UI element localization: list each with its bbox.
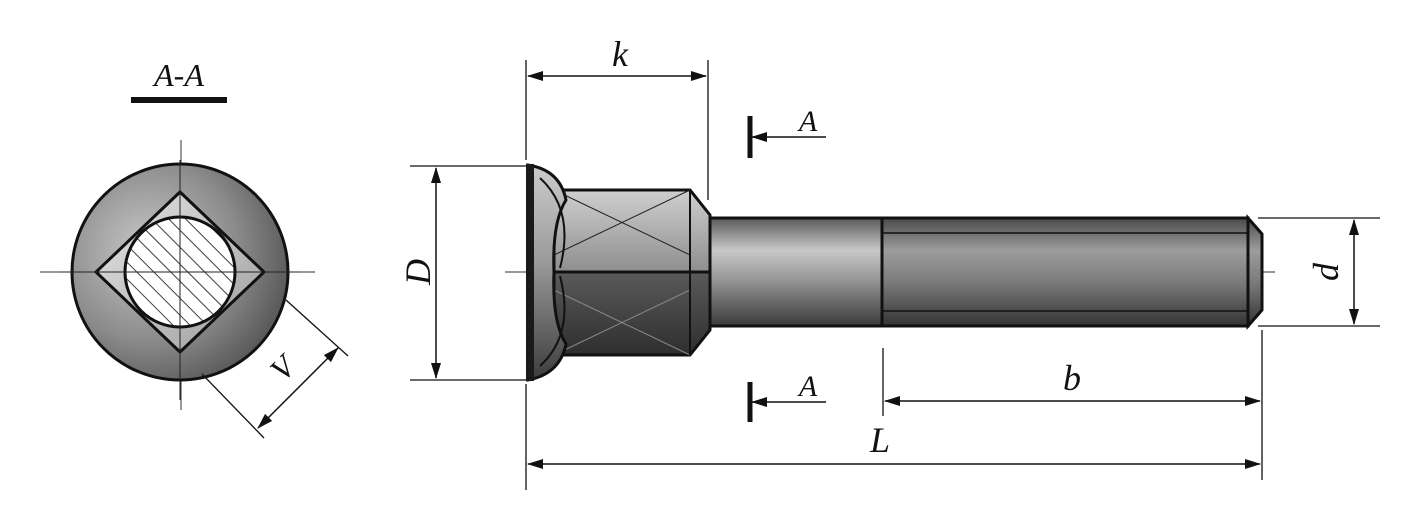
head-dome	[526, 163, 568, 382]
section-marker-top-label: A	[797, 105, 818, 138]
side-view: A A k D d	[398, 34, 1380, 490]
hex-neck-bottom	[552, 270, 712, 357]
dimension-d: d	[1258, 217, 1380, 327]
dimension-D-label: D	[398, 259, 438, 286]
section-title: A-A	[152, 57, 204, 93]
section-view: A-A V	[40, 57, 349, 439]
head-dome-curve-top	[539, 177, 566, 269]
dimension-L-label: L	[869, 420, 890, 460]
hex-diag-2	[553, 189, 691, 256]
thread-tip-chamfer	[1246, 214, 1264, 330]
dimension-L: L	[525, 384, 1261, 490]
dimension-V-label: V	[263, 346, 305, 388]
section-title-underline	[131, 97, 227, 103]
thread-body	[880, 216, 1250, 328]
head-dome-curve-bottom	[539, 275, 566, 367]
section-marker-bottom: A	[747, 370, 826, 422]
dimension-b: b	[882, 330, 1263, 480]
dimension-k-label: k	[612, 34, 629, 74]
dimension-D: D	[398, 165, 526, 381]
hex-diag-4	[553, 289, 691, 356]
dimension-b-label: b	[1063, 358, 1081, 398]
dimension-d-label: d	[1306, 262, 1346, 281]
head-face	[526, 164, 534, 381]
plain-shank	[698, 216, 884, 328]
hex-neck-top	[552, 188, 712, 274]
section-marker-bottom-label: A	[797, 370, 818, 403]
dimension-k: k	[525, 34, 709, 200]
section-marker-top: A	[747, 105, 826, 158]
